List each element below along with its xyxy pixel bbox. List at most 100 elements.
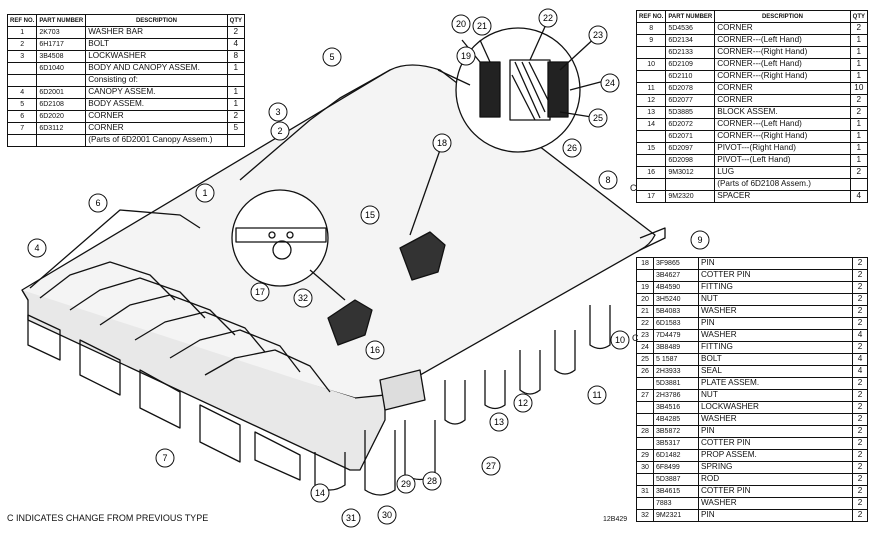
- callout-label: 17: [255, 287, 265, 297]
- qty-cell: 2: [852, 293, 868, 306]
- description-cell: LOCKWASHER: [698, 401, 853, 414]
- description-cell: BLOCK ASSEM.: [714, 106, 851, 119]
- callout-label: 19: [461, 51, 471, 61]
- qty-cell: 1: [226, 86, 246, 99]
- part-number-cell: 3B4627: [653, 269, 699, 282]
- part-number-cell: 6D2134: [665, 34, 716, 47]
- header-ref-no: REF NO.: [6, 14, 38, 27]
- ref-no-cell: [636, 473, 654, 486]
- ref-no-cell: 30: [636, 461, 654, 474]
- ref-no-cell: [635, 178, 667, 191]
- ref-no-cell: 14: [635, 118, 667, 131]
- ref-no-cell: 11: [635, 82, 667, 95]
- part-number-cell: 7883: [653, 497, 699, 510]
- ref-no-cell: [6, 62, 38, 75]
- callout-label: 30: [382, 510, 392, 520]
- ref-no-cell: 3: [6, 50, 38, 63]
- qty-cell: 2: [852, 461, 868, 474]
- ref-no-cell: 13: [635, 106, 667, 119]
- qty-cell: 2: [849, 94, 869, 107]
- description-cell: PLATE ASSEM.: [698, 377, 853, 390]
- qty-cell: 8: [226, 50, 246, 63]
- description-cell: WASHER: [698, 329, 853, 342]
- callout-21: 21: [472, 16, 492, 36]
- callout-label: 26: [567, 143, 577, 153]
- callout-5: 5: [322, 47, 342, 67]
- ref-no-cell: 25: [636, 353, 654, 366]
- callout-label: 21: [477, 21, 487, 31]
- ref-no-cell: 12: [635, 94, 667, 107]
- callout-label: 1: [202, 188, 207, 198]
- ref-no-cell: [636, 401, 654, 414]
- header-description: DESCRIPTION: [714, 10, 851, 23]
- part-number-cell: 6D2078: [665, 82, 716, 95]
- description-cell: BODY ASSEM.: [85, 98, 228, 111]
- qty-cell: 2: [852, 485, 868, 498]
- qty-cell: 1: [226, 98, 246, 111]
- callout-label: 10: [615, 335, 625, 345]
- description-cell: CORNER: [714, 22, 851, 35]
- header-ref-no: REF NO.: [635, 10, 667, 23]
- description-cell: CORNER---(Left Hand): [714, 118, 851, 131]
- callout-1: 1: [195, 183, 215, 203]
- part-number-cell: 5 1587: [653, 353, 699, 366]
- callout-label: 11: [592, 390, 601, 400]
- part-number-cell: 2K703: [36, 26, 87, 39]
- callout-24: 24: [600, 73, 620, 93]
- callout-label: 5: [329, 52, 334, 62]
- qty-cell: 4: [852, 329, 868, 342]
- header-part-number: PART NUMBER: [36, 14, 87, 27]
- part-number-cell: 3B4508: [36, 50, 87, 63]
- change-mark: C: [630, 183, 637, 193]
- callout-label: 29: [401, 479, 411, 489]
- description-cell: NUT: [698, 293, 853, 306]
- ref-no-cell: [636, 497, 654, 510]
- callout-27: 27: [481, 456, 501, 476]
- callout-label: 12: [518, 398, 528, 408]
- part-number-cell: 6D2133: [665, 46, 716, 59]
- description-cell: PROP ASSEM.: [698, 449, 853, 462]
- callout-29: 29: [396, 474, 416, 494]
- callout-30: 30: [377, 505, 397, 525]
- qty-cell: 1: [849, 142, 869, 155]
- description-cell: BOLT: [85, 38, 228, 51]
- qty-cell: 2: [852, 389, 868, 402]
- description-cell: PIN: [698, 317, 853, 330]
- ref-no-cell: 31: [636, 485, 654, 498]
- callout-label: 3: [275, 107, 280, 117]
- part-number-cell: 9M3012: [665, 166, 716, 179]
- description-cell: CORNER: [85, 110, 228, 123]
- header-qty: QTY: [849, 10, 869, 23]
- part-number-cell: 6H1717: [36, 38, 87, 51]
- part-number-cell: 3B5872: [653, 425, 699, 438]
- ref-no-cell: 26: [636, 365, 654, 378]
- description-cell: FITTING: [698, 281, 853, 294]
- callout-4: 4: [27, 238, 47, 258]
- description-cell: CORNER---(Left Hand): [714, 34, 851, 47]
- qty-cell: 2: [852, 341, 868, 354]
- change-footnote: C INDICATES CHANGE FROM PREVIOUS TYPE: [7, 513, 209, 523]
- qty-cell: 10: [849, 82, 869, 95]
- part-number-cell: 6D2001: [36, 86, 87, 99]
- description-cell: COTTER PIN: [698, 437, 853, 450]
- part-number-cell: 4B4285: [653, 413, 699, 426]
- description-cell: CANOPY ASSEM.: [85, 86, 228, 99]
- callout-label: 20: [456, 19, 466, 29]
- callout-label: 18: [437, 138, 447, 148]
- description-cell: SPACER: [714, 190, 851, 203]
- part-number-cell: 6D1482: [653, 449, 699, 462]
- part-number-cell: 6D2072: [665, 118, 716, 131]
- qty-cell: 1: [849, 130, 869, 143]
- description-cell: SEAL: [698, 365, 853, 378]
